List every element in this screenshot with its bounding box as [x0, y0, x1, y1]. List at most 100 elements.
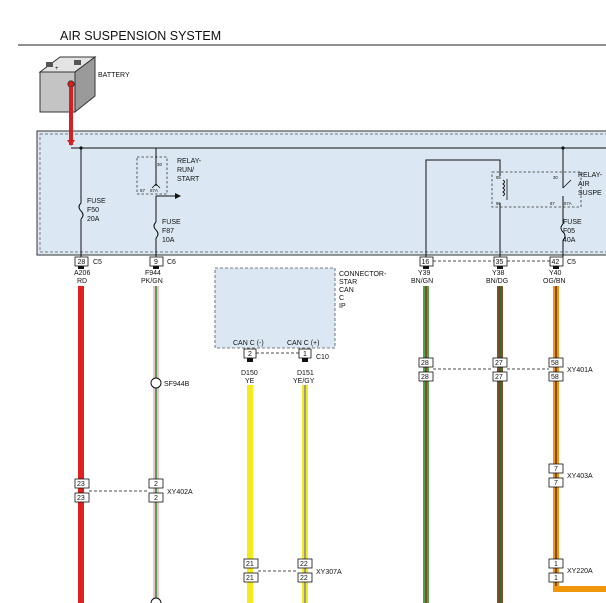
- splice-sf944b: [150, 377, 162, 389]
- svg-text:2: 2: [154, 495, 158, 502]
- relay-air-suspension: [491, 171, 582, 208]
- wire-d150-color: YE: [245, 378, 255, 385]
- relay-run-start-l3: START: [177, 176, 200, 183]
- wire-y39-color: BN/GN: [411, 278, 433, 285]
- wire-y38-id: Y38: [492, 270, 505, 277]
- wire-a206-color: RD: [77, 278, 87, 285]
- svg-text:7: 7: [554, 480, 558, 487]
- wire-f944-pink-green: [153, 266, 159, 603]
- svg-text:42: 42: [552, 259, 560, 266]
- wire-d151-id: D151: [297, 370, 314, 377]
- fuse-f87-l1: FUSE: [162, 219, 181, 226]
- connector-xy402a: 23 23 2 2 XY402A: [74, 478, 193, 503]
- relay-air-l3: SUSPE: [578, 190, 602, 197]
- svg-text:1: 1: [303, 351, 307, 358]
- relay-run-start-l2: RUN/: [177, 167, 194, 174]
- svg-text:7: 7: [554, 466, 558, 473]
- relay-coil-icon: [502, 179, 505, 197]
- wire-y38-color: BN/DG: [486, 278, 508, 285]
- fuse-f87-l2: F87: [162, 228, 174, 235]
- connector-xy403a: 7 7 XY403A: [548, 463, 593, 488]
- svg-text:C5: C5: [567, 259, 576, 266]
- svg-text:87: 87: [140, 188, 146, 193]
- svg-text:86: 86: [496, 201, 501, 206]
- svg-text:XY220A: XY220A: [567, 568, 593, 575]
- fuse-f50-icon: [78, 202, 84, 220]
- svg-text:58: 58: [551, 374, 559, 381]
- svg-text:1: 1: [554, 575, 558, 582]
- svg-text:30: 30: [157, 162, 163, 167]
- svg-text:1: 1: [554, 561, 558, 568]
- fuse-f05-l1: FUSE: [563, 219, 582, 226]
- svg-text:9: 9: [154, 259, 158, 266]
- wire-f944-color: PK/GN: [141, 278, 163, 285]
- star-connector-module: [214, 267, 336, 349]
- svg-text:SF944B: SF944B: [164, 381, 190, 388]
- connector-xy220a: 1 1 XY220A: [548, 558, 593, 583]
- fuse-f05-icon: [560, 223, 566, 241]
- fuse-f87-l3: 10A: [162, 237, 175, 244]
- wire-d150-id: D150: [241, 370, 258, 377]
- relay-run-start: [136, 156, 168, 195]
- wire-y40-orange-brown: [553, 266, 606, 592]
- wire-y39-id: Y39: [418, 270, 431, 277]
- wire-y40-id: Y40: [549, 270, 562, 277]
- svg-text:27: 27: [495, 374, 503, 381]
- relay-air-l2: AIR: [578, 181, 590, 188]
- fuse-f87-icon: [153, 221, 159, 239]
- svg-text:IP: IP: [339, 303, 346, 310]
- svg-text:CONNECTOR-: CONNECTOR-: [339, 271, 387, 278]
- svg-text:+: +: [55, 66, 59, 72]
- wire-y39-brown-green: [423, 266, 429, 603]
- svg-text:C: C: [339, 295, 344, 302]
- svg-text:XY307A: XY307A: [316, 569, 342, 576]
- svg-text:87: 87: [550, 201, 555, 206]
- fuse-f50-l3: 20A: [87, 216, 100, 223]
- fuse-f05-l2: F05: [563, 228, 575, 235]
- wire-f944-id: F944: [145, 270, 161, 277]
- svg-text:16: 16: [422, 259, 430, 266]
- connector-xy307a: 21 21 22 22 XY307A: [243, 558, 342, 583]
- wire-a206-red: [78, 266, 84, 603]
- svg-text:87A: 87A: [150, 188, 158, 193]
- wire-y38-brown-darkgreen: [497, 266, 503, 603]
- module-inner-border: [39, 133, 606, 253]
- relay-run-start-l1: RELAY-: [177, 158, 202, 165]
- svg-text:C5: C5: [93, 259, 102, 266]
- svg-text:85: 85: [496, 175, 501, 180]
- svg-text:C10: C10: [316, 354, 329, 361]
- svg-text:23: 23: [77, 495, 85, 502]
- svg-text:28: 28: [421, 374, 429, 381]
- battery-icon: +: [38, 56, 97, 118]
- fuse-f50-l2: F50: [87, 207, 99, 214]
- svg-text:2: 2: [248, 351, 252, 358]
- svg-text:CAN: CAN: [339, 287, 354, 294]
- svg-text:XY403A: XY403A: [567, 473, 593, 480]
- svg-text:28: 28: [78, 259, 86, 266]
- svg-text:87A: 87A: [564, 201, 572, 206]
- svg-text:XY402A: XY402A: [167, 489, 193, 496]
- connector-xy401a: 28 28 27 27 58 58 XY401A: [418, 357, 593, 382]
- fuse-f50-l1: FUSE: [87, 198, 106, 205]
- can-plus-label: CAN C (+): [287, 340, 319, 347]
- battery-label: BATTERY: [98, 72, 130, 79]
- diagram-title: AIR SUSPENSION SYSTEM: [60, 29, 221, 43]
- svg-text:27: 27: [495, 360, 503, 367]
- svg-text:22: 22: [300, 561, 308, 568]
- svg-text:35: 35: [496, 259, 504, 266]
- svg-text:23: 23: [77, 481, 85, 488]
- svg-text:STAR: STAR: [339, 279, 357, 286]
- svg-text:2: 2: [154, 481, 158, 488]
- relay-air-l1: RELAY-: [578, 172, 603, 179]
- wire-y40-color: OG/BN: [543, 278, 566, 285]
- can-minus-label: CAN C (-): [233, 340, 264, 347]
- svg-text:21: 21: [246, 561, 254, 568]
- svg-text:C6: C6: [167, 259, 176, 266]
- wire-a206-id: A206: [74, 270, 90, 277]
- power-distribution-module: [36, 130, 606, 256]
- svg-text:58: 58: [551, 360, 559, 367]
- wire-d150-yellow: [247, 358, 253, 603]
- svg-text:XY401A: XY401A: [567, 367, 593, 374]
- svg-text:30: 30: [553, 175, 558, 180]
